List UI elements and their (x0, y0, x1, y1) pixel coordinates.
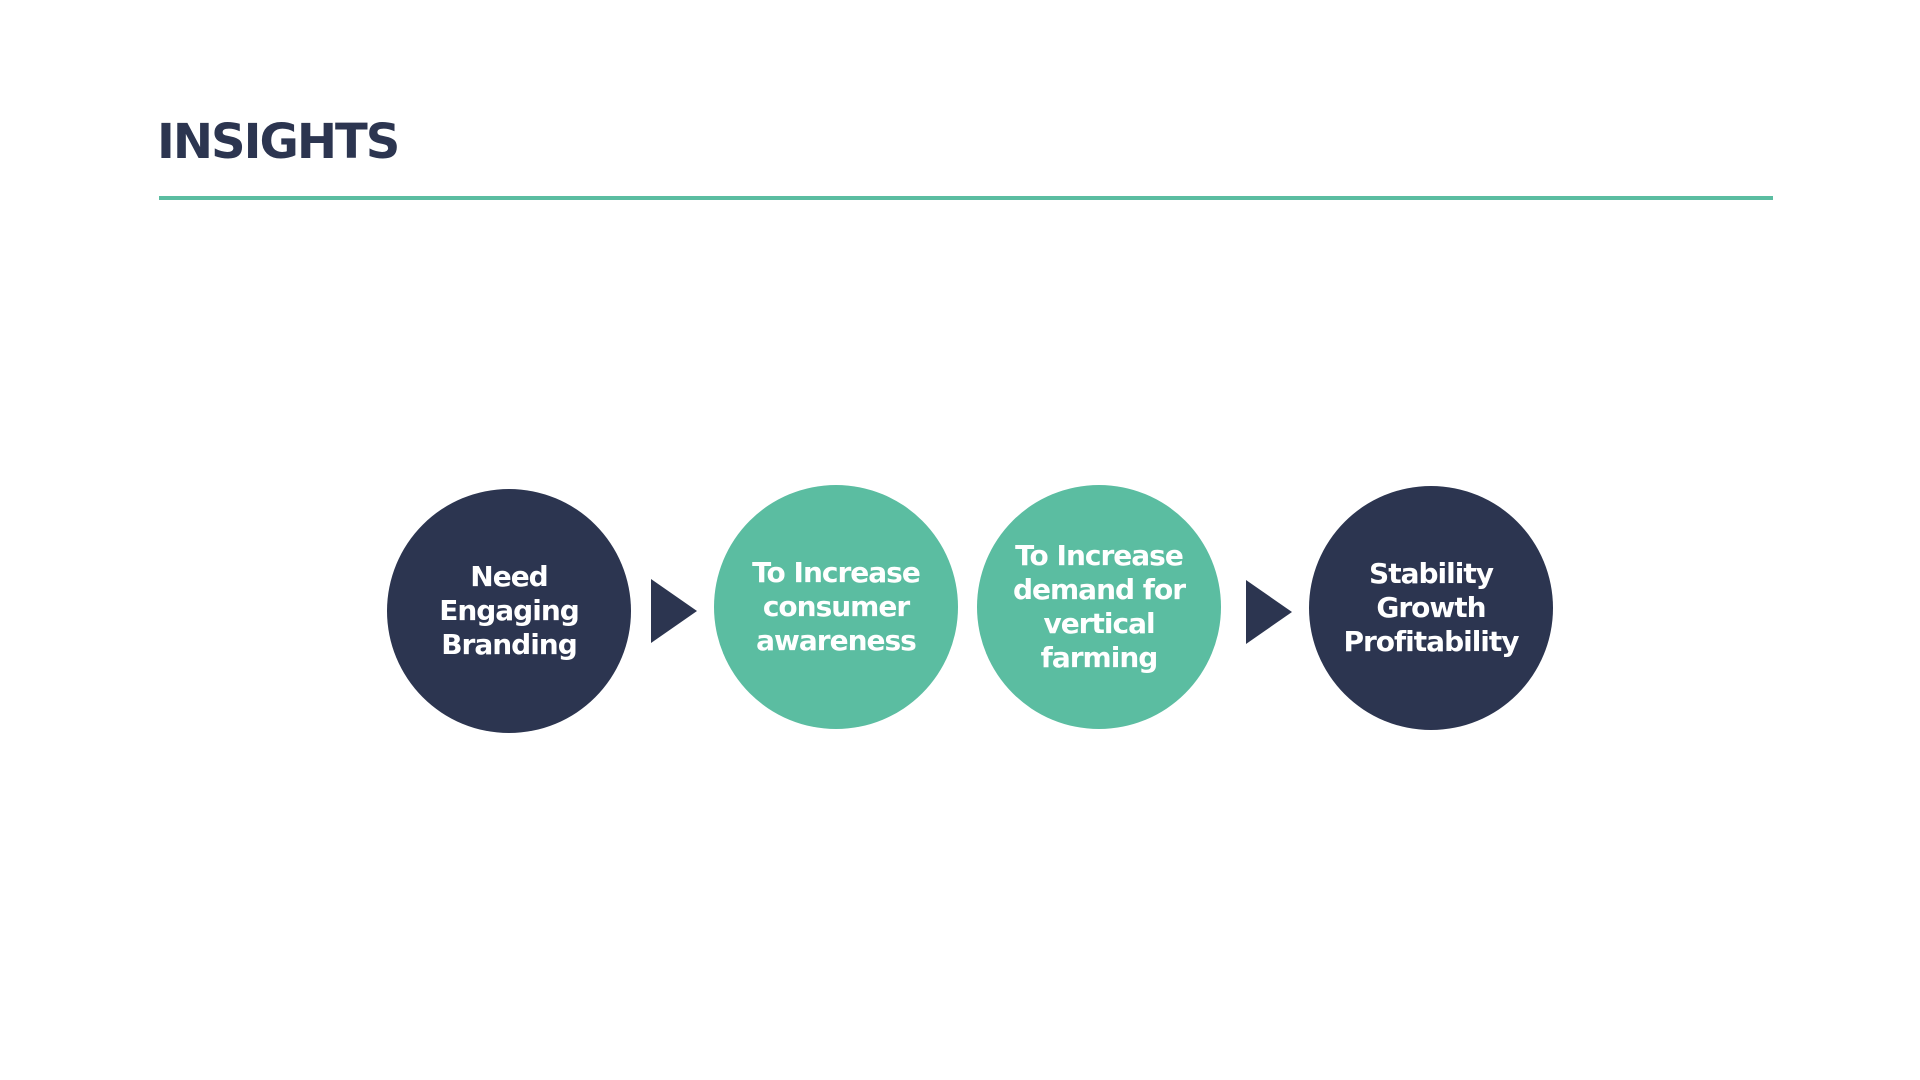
triangle-right-icon (1246, 580, 1292, 644)
flow-step-stability-growth-profitability: Stability Growth Profitability (1309, 486, 1553, 730)
flow-step-label: Need Engaging Branding (439, 560, 580, 661)
title-divider (159, 196, 1773, 200)
page-title: INSIGHTS (157, 114, 400, 170)
flow-step-need-engaging-branding: Need Engaging Branding (387, 489, 631, 733)
flow-step-increase-consumer-awareness: To Increase consumer awareness (714, 485, 958, 729)
flow-step-label: To Increase demand for vertical farming (1012, 539, 1186, 674)
flow-step-increase-demand: To Increase demand for vertical farming (977, 485, 1221, 729)
flow-step-label: To Increase consumer awareness (752, 556, 921, 657)
triangle-right-icon (651, 579, 697, 643)
flow-step-label: Stability Growth Profitability (1343, 557, 1519, 658)
